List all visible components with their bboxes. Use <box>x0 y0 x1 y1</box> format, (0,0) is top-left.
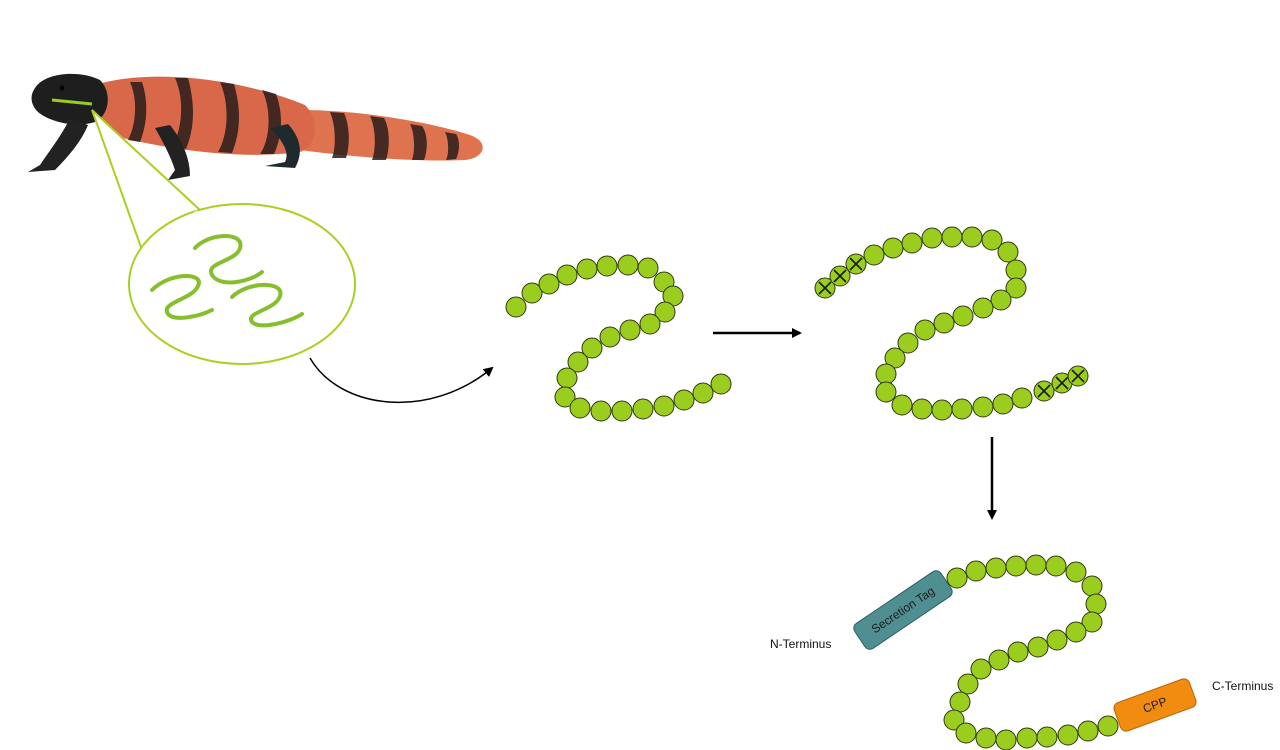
amino-acid-bead <box>567 351 589 373</box>
amino-acid-bead <box>505 296 527 318</box>
amino-acid-bead <box>891 394 913 416</box>
amino-acid-bead <box>914 319 936 341</box>
amino-acid-bead <box>970 658 992 680</box>
peptide-squiggles <box>150 234 304 328</box>
amino-acid-bead <box>1025 554 1047 576</box>
amino-acid-bead <box>863 244 885 266</box>
amino-acid-bead <box>911 398 933 420</box>
amino-acid-bead <box>1016 727 1038 749</box>
amino-acid-bead <box>933 312 955 334</box>
amino-acid-bead <box>632 398 654 420</box>
amino-acid-bead <box>931 399 953 421</box>
amino-acid-bead <box>957 673 979 695</box>
amino-acid-bead <box>1046 629 1068 651</box>
amino-acid-bead <box>946 567 968 589</box>
amino-acid-bead <box>576 258 598 280</box>
amino-acid-bead <box>882 237 904 259</box>
amino-acid-bead <box>951 398 973 420</box>
amino-acid-bead <box>581 337 603 359</box>
amino-acid-bead <box>995 729 1017 750</box>
removed-residue-x-icon <box>1071 369 1085 383</box>
amino-acid-bead <box>1081 611 1103 633</box>
amino-acid-bead <box>673 389 695 411</box>
amino-acid-bead <box>556 367 578 389</box>
amino-acid-bead <box>692 382 714 404</box>
amino-acid-bead <box>619 319 641 341</box>
n-terminus-label: N-Terminus <box>770 637 831 651</box>
amino-acid-bead <box>1045 555 1067 577</box>
amino-acid-bead <box>654 301 676 323</box>
removed-residue-x-icon <box>833 269 847 283</box>
amino-acid-bead <box>992 393 1014 415</box>
amino-acid-bead <box>972 396 994 418</box>
amino-acid-bead <box>590 400 612 422</box>
amino-acid-bead <box>972 297 994 319</box>
amino-acid-bead <box>1005 259 1027 281</box>
removed-residue-x-icon <box>1055 376 1069 390</box>
peptide-chain-fusion <box>943 554 1119 750</box>
amino-acid-bead <box>569 397 591 419</box>
amino-acid-bead <box>1097 715 1119 737</box>
amino-acid-bead <box>710 373 732 395</box>
amino-acid-bead <box>538 273 560 295</box>
c-terminus-label: C-Terminus <box>1212 679 1273 693</box>
amino-acid-bead <box>965 560 987 582</box>
amino-acid-bead <box>1065 621 1087 643</box>
amino-acid-bead <box>990 289 1012 311</box>
amino-acid-bead <box>1007 641 1029 663</box>
amino-acid-bead <box>637 257 659 279</box>
removed-residue-x-icon <box>1037 384 1051 398</box>
amino-acid-bead <box>554 386 576 408</box>
amino-acid-bead <box>617 254 639 276</box>
amino-acid-bead <box>596 255 618 277</box>
amino-acid-bead <box>997 241 1019 263</box>
amino-acid-bead <box>599 326 621 348</box>
amino-acid-bead <box>901 232 923 254</box>
amino-acid-bead <box>1085 593 1107 615</box>
amino-acid-bead <box>611 400 633 422</box>
amino-acid-bead <box>1065 561 1087 583</box>
amino-acid-bead <box>875 381 897 403</box>
cpp-tag: CPP <box>1113 678 1197 732</box>
amino-acid-bead <box>1077 720 1099 742</box>
amino-acid-bead <box>975 727 997 749</box>
removed-residue-x-icon <box>849 257 863 271</box>
amino-acid-bead <box>653 395 675 417</box>
removed-residue-x-icon <box>818 281 832 295</box>
amino-acid-bead <box>1057 724 1079 746</box>
amino-acid-bead <box>1005 555 1027 577</box>
curved-arrow <box>309 357 494 404</box>
amino-acid-bead <box>943 709 965 731</box>
amino-acid-bead <box>521 282 543 304</box>
amino-acid-bead <box>955 722 977 744</box>
amino-acid-bead <box>556 264 578 286</box>
amino-acid-bead <box>884 347 906 369</box>
amino-acid-bead <box>1036 726 1058 748</box>
peptide-chain-native <box>505 254 732 422</box>
amino-acid-bead <box>949 691 971 713</box>
venom-bubble <box>91 109 356 365</box>
amino-acid-bead <box>988 649 1010 671</box>
amino-acid-bead <box>921 227 943 249</box>
amino-acid-bead <box>1005 277 1027 299</box>
amino-acid-bead <box>1027 636 1049 658</box>
gila-monster-lizard-icon <box>28 73 483 180</box>
amino-acid-bead <box>981 229 1003 251</box>
amino-acid-bead <box>1011 387 1033 409</box>
amino-acid-bead <box>1081 575 1103 597</box>
amino-acid-bead <box>952 305 974 327</box>
amino-acid-bead <box>875 363 897 385</box>
peptide-chain-modified <box>814 226 1089 421</box>
amino-acid-bead <box>897 332 919 354</box>
secretion-tag: Secretion Tag <box>853 570 953 650</box>
amino-acid-bead <box>941 226 963 248</box>
amino-acid-bead <box>961 226 983 248</box>
amino-acid-bead <box>639 313 661 335</box>
amino-acid-bead <box>985 557 1007 579</box>
